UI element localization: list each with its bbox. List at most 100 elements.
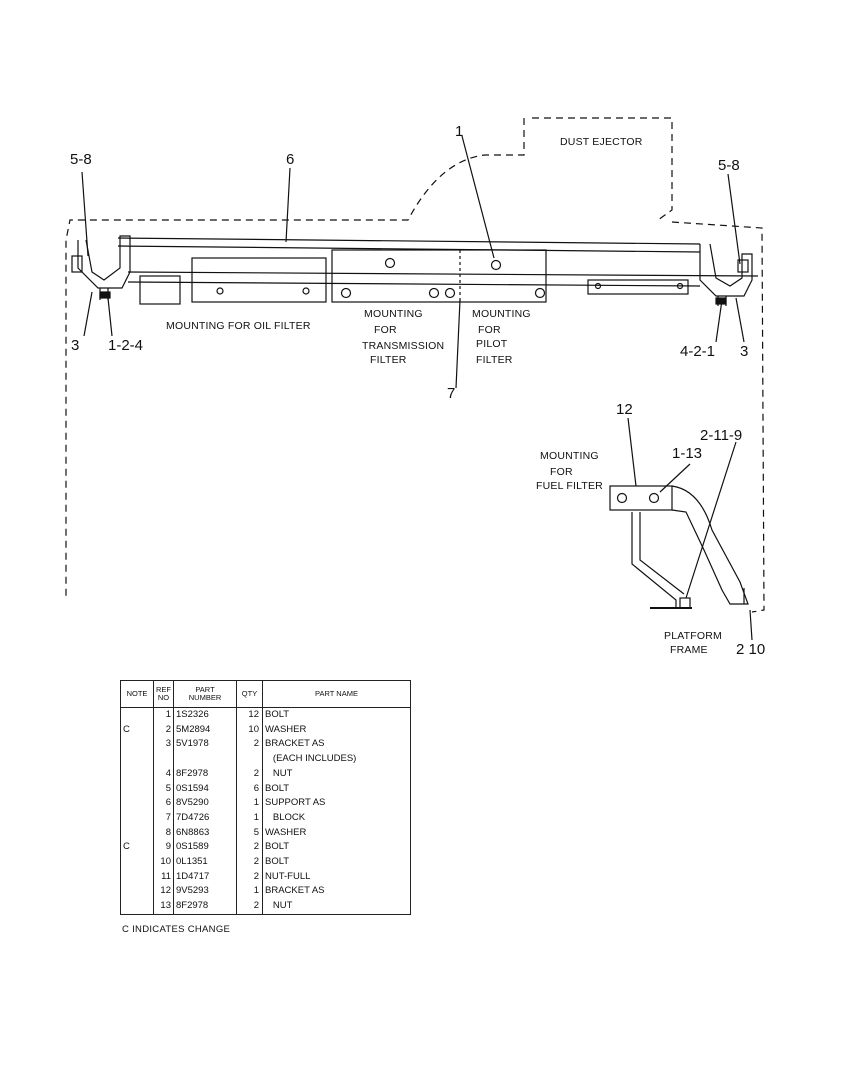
- label-trans-line3: TRANSMISSION: [362, 340, 445, 352]
- label-pilot-line1: MOUNTING: [472, 308, 531, 320]
- parts-table-header: NOTE REF NO PART NUMBER QTY PART NAME: [120, 680, 411, 708]
- label-dust-ejector: DUST EJECTOR: [560, 136, 643, 148]
- cell-part-name: BOLT: [262, 781, 411, 797]
- label-platform-line2: FRAME: [670, 644, 708, 656]
- cell-qty: 2: [236, 899, 263, 915]
- cell-note: [121, 855, 154, 870]
- label-trans-line1: MOUNTING: [364, 308, 423, 320]
- callout-2-11-9: 2-11-9: [700, 427, 743, 444]
- cell-note: [120, 899, 154, 915]
- cell-qty: 10: [236, 722, 263, 738]
- cell-part-name: SUPPORT AS: [262, 796, 411, 811]
- cell-ref-no: 12: [153, 884, 174, 900]
- cell-part-name: NUT: [262, 899, 411, 915]
- cell-ref-no: 13: [153, 899, 174, 915]
- cell-part-number: 5M2894: [173, 722, 237, 738]
- cell-ref-no: 10: [153, 855, 174, 870]
- header-note: NOTE: [120, 680, 154, 708]
- cell-note: [121, 870, 154, 885]
- cell-part-number: 8F2978: [173, 899, 237, 915]
- cell-note: C: [123, 723, 130, 735]
- cell-part-number: 9V5293: [173, 884, 237, 900]
- callout-5-8-right: 5-8: [718, 157, 740, 174]
- cell-note: [121, 737, 154, 752]
- label-pilot-line2: FOR: [478, 324, 501, 336]
- label-fuel-line3: FUEL FILTER: [536, 480, 603, 492]
- cell-qty: 2: [236, 840, 263, 856]
- cell-part-number: 1S2326: [173, 707, 237, 723]
- cell-part-number: 7D4726: [173, 810, 237, 826]
- cell-qty: 6: [236, 781, 263, 797]
- cell-ref-no: 2: [153, 722, 174, 738]
- cell-qty: 1: [236, 810, 263, 826]
- label-fuel-line1: MOUNTING: [540, 450, 599, 462]
- cell-part-number: 8V5290: [173, 796, 237, 811]
- cell-qty: 5: [236, 825, 263, 841]
- cell-qty: 2: [236, 737, 263, 753]
- callout-7: 7: [447, 385, 456, 402]
- cell-part-name: NUT: [262, 766, 411, 782]
- cell-qty: [236, 752, 263, 767]
- cell-part-name: BRACKET AS: [262, 737, 411, 753]
- cell-part-number: 8F2978: [173, 766, 237, 782]
- cell-part-number: 0L1351: [173, 855, 237, 870]
- left-bracket: [77, 235, 131, 289]
- cell-part-name: BOLT: [262, 840, 411, 856]
- cell-part-number: 0S1589: [173, 840, 237, 856]
- cell-qty: 2: [236, 766, 263, 782]
- cell-ref-no: 6: [153, 796, 174, 811]
- cell-part-name: (EACH INCLUDES): [262, 752, 411, 767]
- cell-part-name: BLOCK: [262, 810, 411, 826]
- label-fuel-line2: FOR: [550, 466, 573, 478]
- header-qty: QTY: [236, 680, 263, 708]
- cell-note: [121, 796, 154, 811]
- callout-1-2-4: 1-2-4: [108, 337, 144, 354]
- label-platform-line1: PLATFORM: [664, 630, 722, 642]
- cell-qty: 1: [236, 884, 263, 900]
- support-rail: [117, 237, 701, 253]
- callout-6: 6: [286, 151, 295, 168]
- cell-ref-no: [153, 752, 174, 767]
- cell-part-name: BRACKET AS: [262, 884, 411, 900]
- callout-5-8-left: 5-8: [70, 151, 92, 168]
- callout-3-right: 3: [740, 343, 749, 360]
- cell-part-name: WASHER: [262, 722, 411, 738]
- cell-note: C: [123, 841, 130, 853]
- cell-qty: 2: [236, 869, 263, 885]
- cell-part-name: NUT-FULL: [262, 869, 411, 885]
- label-trans-line4: FILTER: [370, 354, 407, 366]
- header-ref-no: REF NO: [153, 680, 174, 708]
- table-row: (EACH INCLUDES): [121, 752, 411, 767]
- cell-note: [121, 782, 154, 797]
- cell-part-number: 1D4717: [173, 869, 237, 885]
- cell-part-name: WASHER: [262, 825, 411, 841]
- cell-qty: 2: [236, 855, 263, 870]
- cell-note: [121, 811, 154, 826]
- callout-3-left: 3: [71, 337, 80, 354]
- cell-ref-no: 4: [153, 766, 174, 782]
- cell-qty: 12: [236, 707, 263, 723]
- cell-note: [121, 884, 154, 899]
- fuel-filter-bracket: [609, 485, 673, 511]
- cell-ref-no: 8: [153, 825, 174, 841]
- label-pilot-line4: FILTER: [476, 354, 513, 366]
- cell-ref-no: 5: [153, 781, 174, 797]
- callout-2-10: 2 10: [736, 641, 766, 658]
- header-part-name: PART NAME: [262, 680, 411, 708]
- cell-part-name: BOLT: [262, 707, 411, 723]
- callout-12: 12: [616, 401, 633, 418]
- cell-part-number: [173, 752, 237, 767]
- transmission-filter-plate: [331, 249, 547, 303]
- right-bracket: [699, 243, 753, 297]
- footnote: C INDICATES CHANGE: [122, 924, 231, 935]
- cell-note: [121, 767, 154, 782]
- label-pilot-line3: PILOT: [476, 338, 508, 350]
